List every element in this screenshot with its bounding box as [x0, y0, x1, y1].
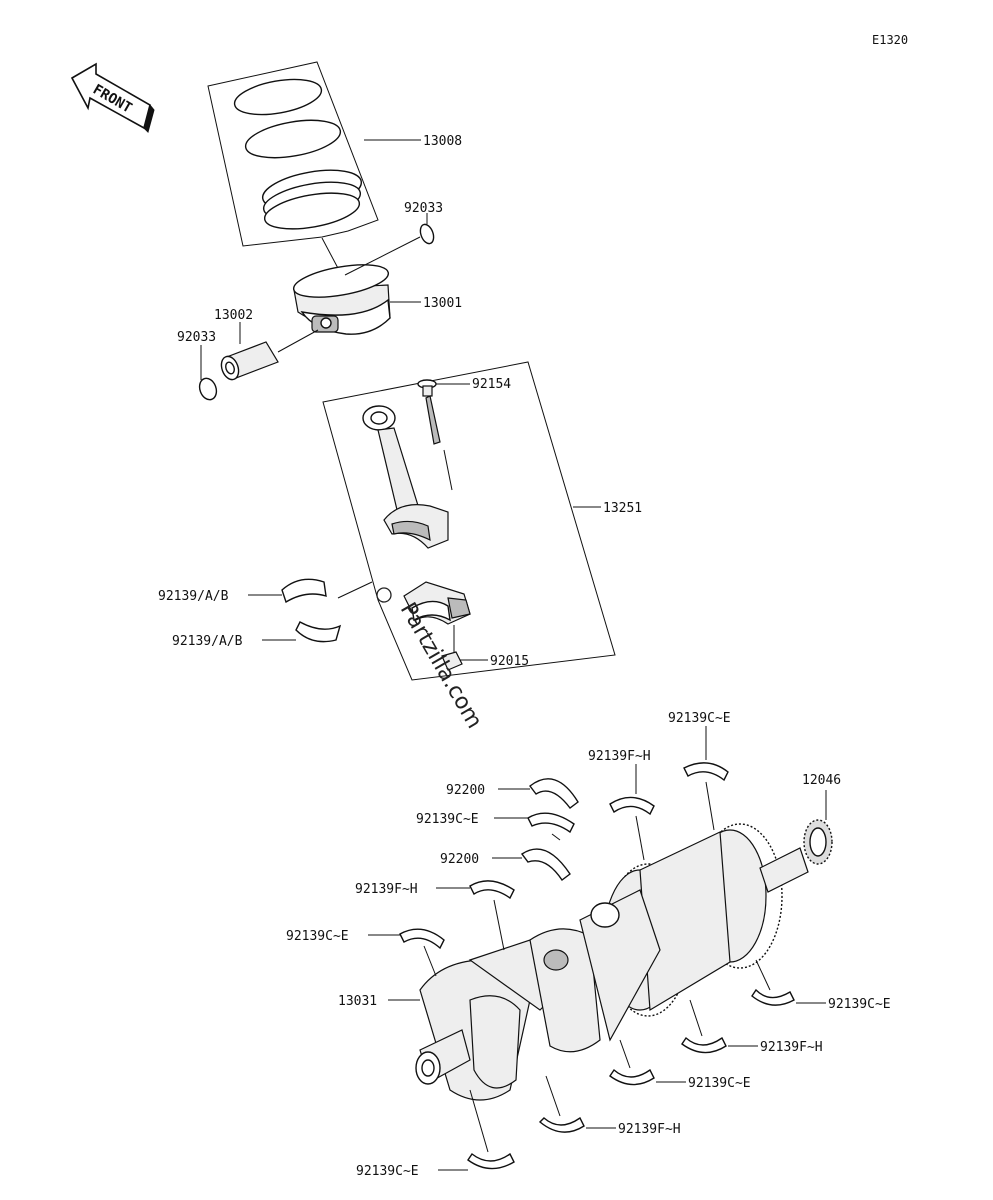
- connecting-rod-cap: [403, 581, 471, 625]
- piston: [292, 237, 391, 335]
- label-92154: 92154: [472, 377, 511, 392]
- label-13031: 13031: [338, 994, 377, 1009]
- main-bearing-fh-4: [538, 1116, 585, 1133]
- thrust-washer-upper: [529, 778, 579, 809]
- label-92200-lower: 92200: [440, 852, 479, 867]
- label-92139ab-lower: 92139/A/B: [172, 634, 243, 649]
- main-bearing-fh-2: [469, 880, 515, 900]
- main-bearing-ce-4: [751, 988, 795, 1006]
- main-bearing-ce-5: [609, 1068, 655, 1086]
- main-bearing-ce-6: [467, 1152, 515, 1170]
- label-92139fh-4: 92139F~H: [618, 1122, 681, 1137]
- label-92033-left: 92033: [177, 330, 216, 345]
- rod-nut: [441, 651, 463, 671]
- crankshaft: [415, 889, 661, 1101]
- sprocket: [759, 819, 833, 893]
- label-92015: 92015: [490, 654, 529, 669]
- label-92139ab-upper: 92139/A/B: [158, 589, 229, 604]
- diagram-ref-code: E1320: [872, 33, 908, 47]
- circlip-left: [198, 377, 218, 401]
- label-92139ce-1: 92139C~E: [668, 711, 731, 726]
- label-92139ce-4: 92139C~E: [828, 997, 891, 1012]
- main-bearing-ce-1: [683, 762, 729, 782]
- label-13251: 13251: [603, 501, 642, 516]
- main-bearing-ce-2: [527, 812, 575, 834]
- piston-pin: [220, 341, 279, 381]
- main-bearing-fh-3: [681, 1036, 727, 1054]
- front-arrow-icon: FRONT: [70, 62, 155, 133]
- label-13002: 13002: [214, 308, 253, 323]
- piston-ring-set: [207, 61, 379, 247]
- label-92200-upper: 92200: [446, 783, 485, 798]
- label-92139fh-3: 92139F~H: [760, 1040, 823, 1055]
- rod-bearing-lower: [295, 621, 342, 643]
- label-92139ce-2: 92139C~E: [416, 812, 479, 827]
- main-bearing-fh-1: [609, 796, 655, 816]
- label-92139ce-6: 92139C~E: [356, 1164, 419, 1179]
- label-92033-top: 92033: [404, 201, 443, 216]
- thrust-washer-lower: [520, 848, 571, 882]
- label-12046: 12046: [802, 773, 841, 788]
- main-bearing-ce-3: [399, 928, 445, 950]
- label-13001: 13001: [423, 296, 462, 311]
- label-13008: 13008: [423, 134, 462, 149]
- label-92139fh-1: 92139F~H: [588, 749, 651, 764]
- rod-bearing-upper: [281, 578, 327, 604]
- rod-bolt: [417, 379, 441, 445]
- label-92139ce-3: 92139C~E: [286, 929, 349, 944]
- circlip-right: [419, 223, 435, 245]
- connecting-rod: [362, 405, 453, 549]
- label-92139ce-5: 92139C~E: [688, 1076, 751, 1091]
- label-92139fh-2: 92139F~H: [355, 882, 418, 897]
